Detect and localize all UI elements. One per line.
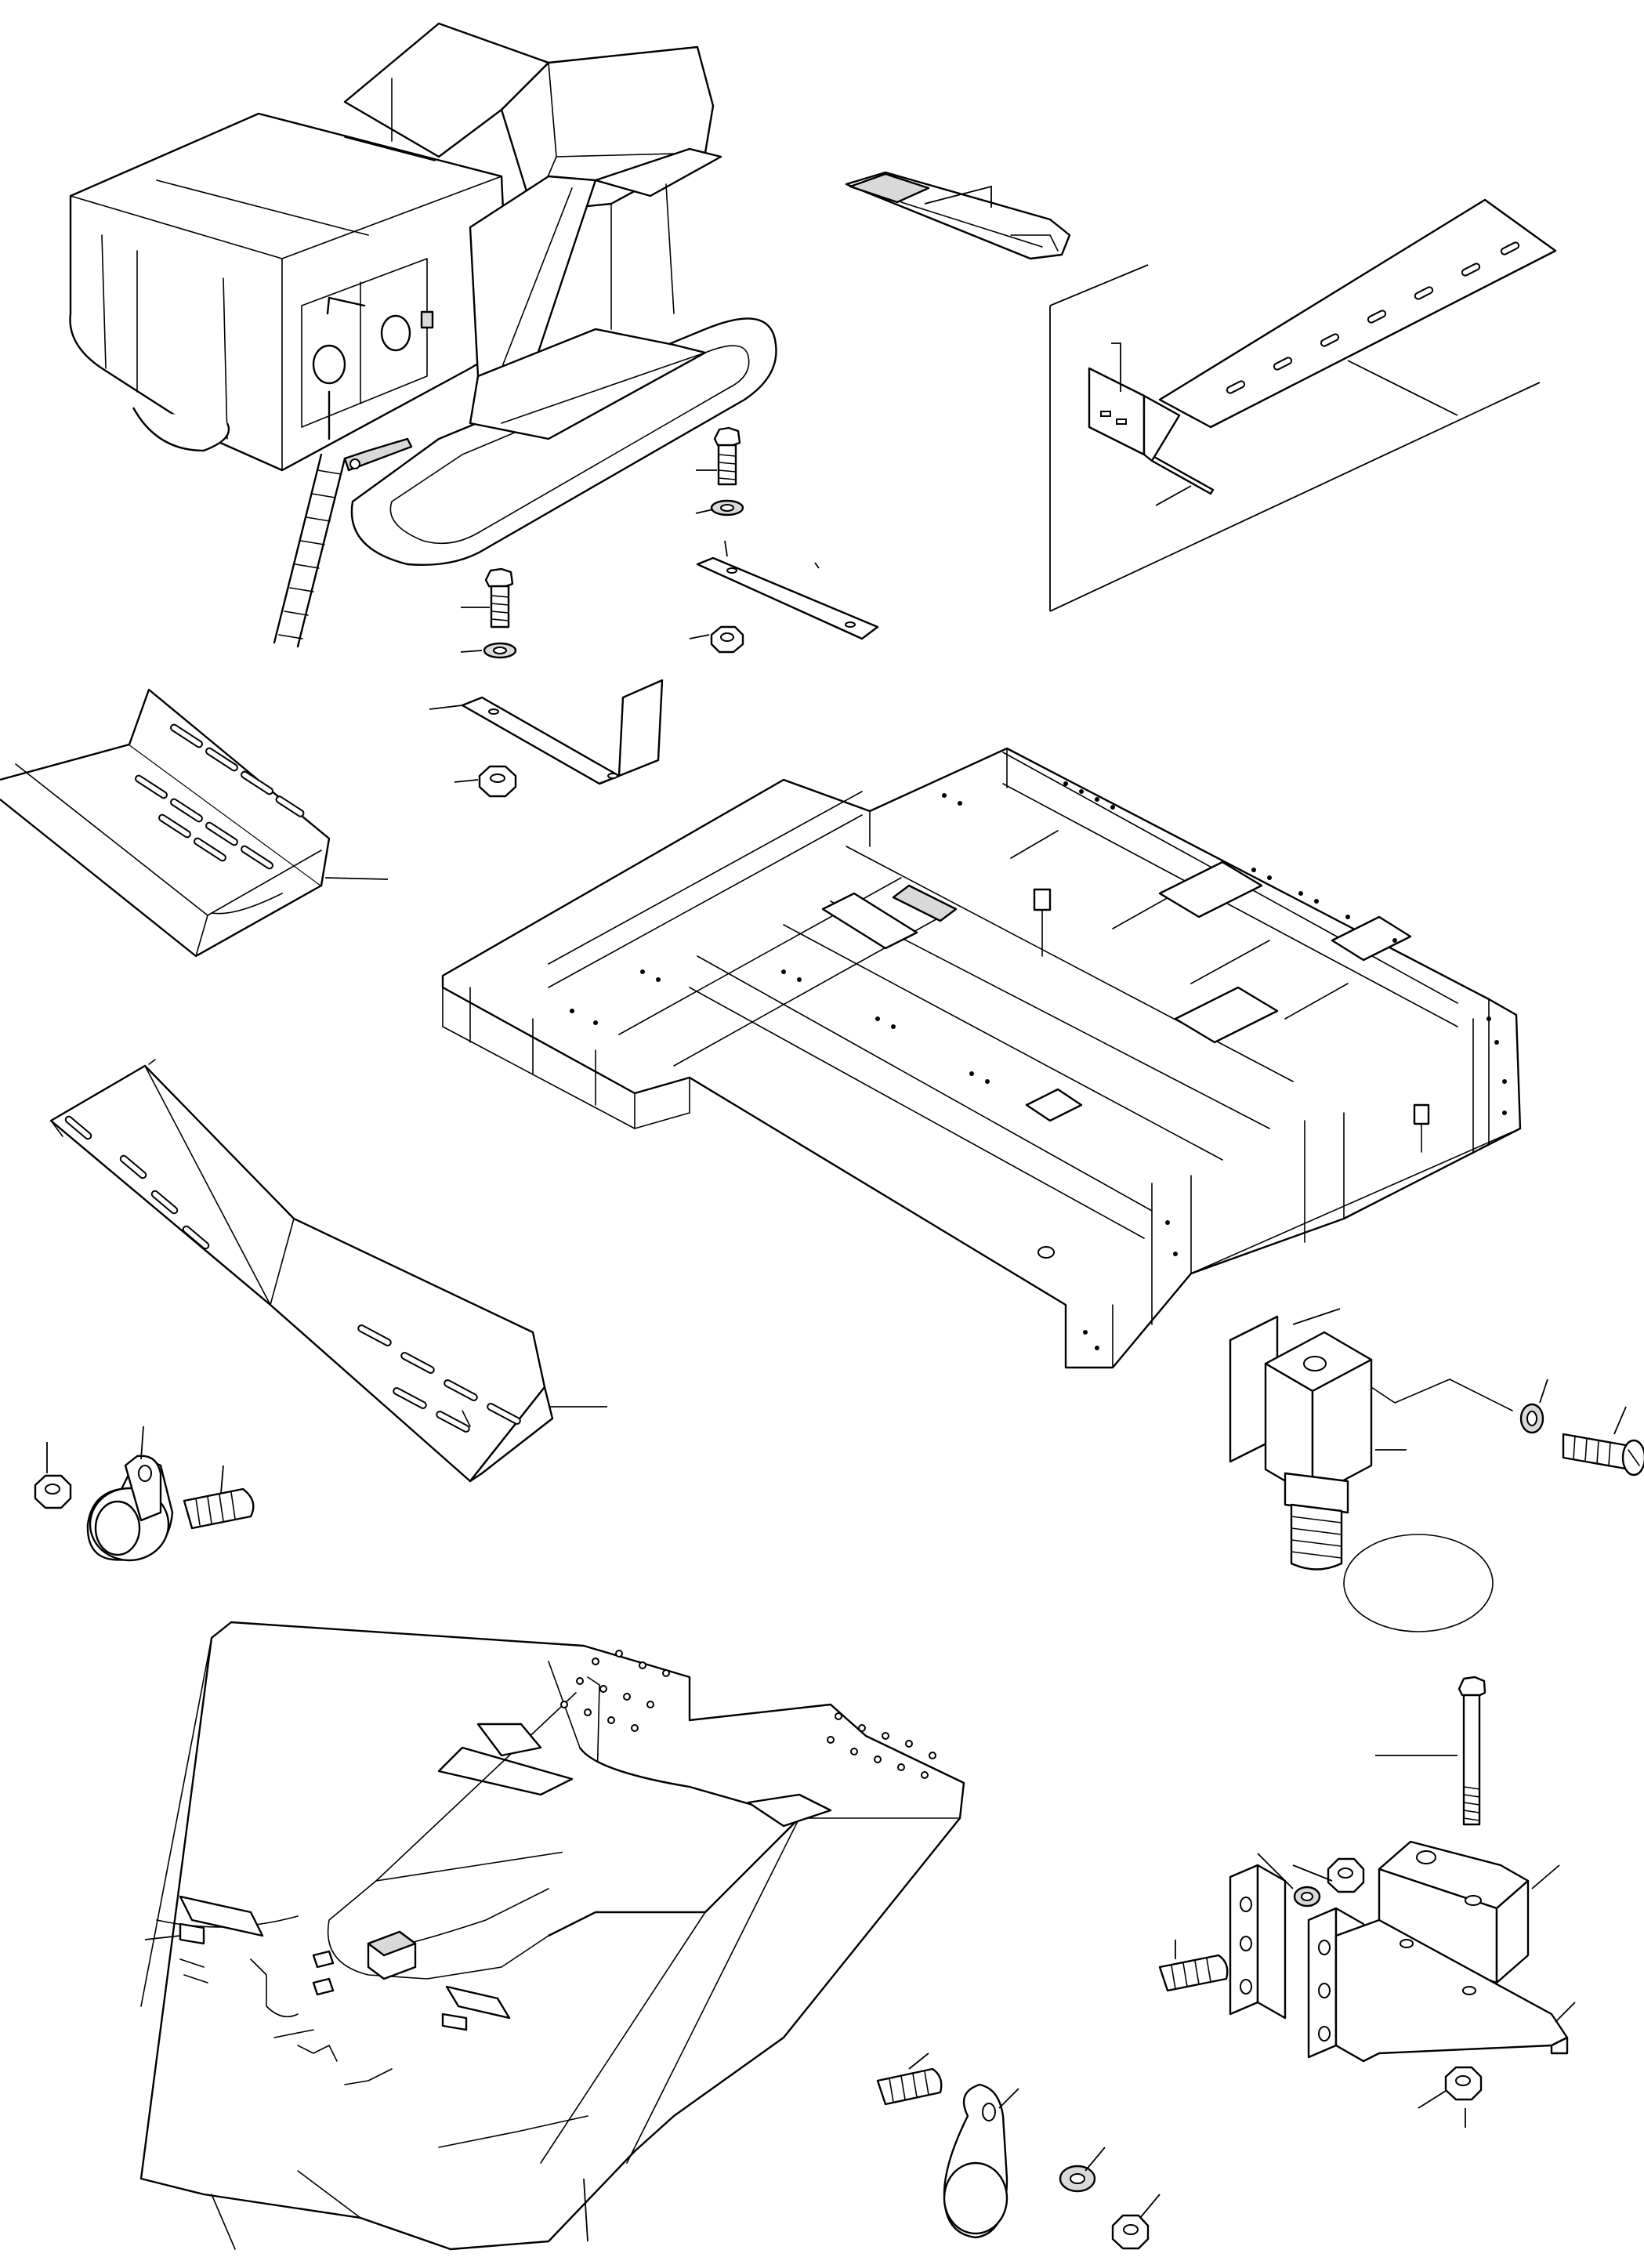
frame-bolt-holes xyxy=(560,1650,936,1779)
proximity-switch-assembly xyxy=(1229,1308,1644,1632)
hose-clamp-set-bottom xyxy=(876,2052,1161,2250)
angle-bracket-assembly xyxy=(429,567,664,798)
hose-clamp-set-left xyxy=(34,1426,255,1562)
cable-tray-bent xyxy=(49,1059,607,1483)
anti-slip-step-pad xyxy=(845,171,1071,260)
excavator-overview xyxy=(69,22,777,648)
guard-block-bracket-assembly xyxy=(1158,1676,1576,2128)
access-ladder xyxy=(273,437,413,648)
revolving-frame xyxy=(441,747,1522,1369)
undercarriage-center-frame xyxy=(139,1621,965,2251)
bolt-washer-strap-assembly xyxy=(689,426,879,654)
cable-tray-straight xyxy=(0,688,389,958)
mounting-plate-detail xyxy=(1049,198,1557,612)
